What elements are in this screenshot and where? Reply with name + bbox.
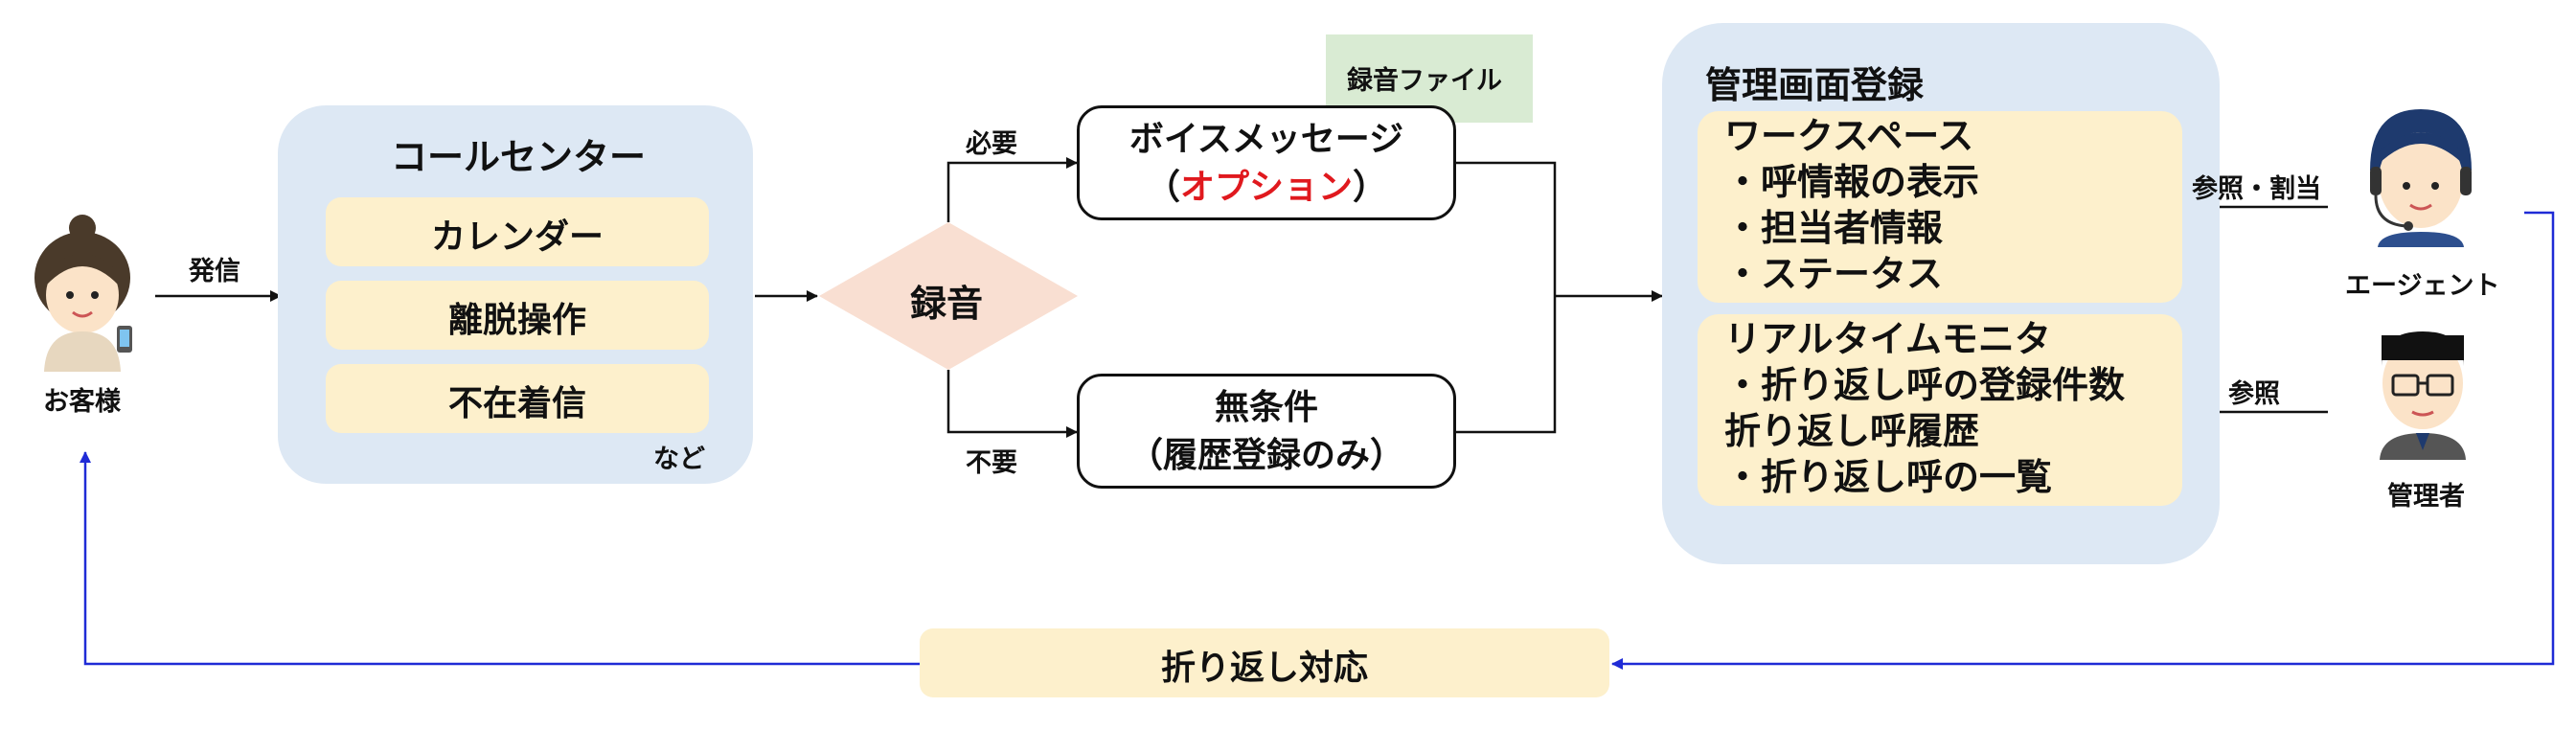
callback-history-title: 折り返し呼履歴 xyxy=(1724,410,1980,452)
option-label: オプション xyxy=(1179,168,1353,207)
recording-diamond xyxy=(819,222,1078,370)
arrow-required xyxy=(946,157,1078,222)
audio-file-label: 録音ファイル xyxy=(1347,66,1502,96)
arrow-callback-to-customer xyxy=(80,451,920,666)
audio-file-note: 録音ファイル xyxy=(1326,34,1533,123)
call-center-title: コールセンター xyxy=(391,136,647,178)
customer-icon xyxy=(34,215,132,372)
realtime-item-count: ・折り返し呼の登録件数 xyxy=(1724,364,2126,406)
merge-line-top xyxy=(1456,161,1557,296)
abandon-label: 離脱操作 xyxy=(447,301,586,340)
unconditional-box: 無条件 （履歴登録のみ） xyxy=(1077,374,1456,489)
customer-avatar xyxy=(27,209,142,372)
manager-avatar xyxy=(2370,326,2475,460)
realtime-chip: リアルタイムモニタ ・折り返し呼の登録件数 折り返し呼履歴 ・折り返し呼の一覧 xyxy=(1698,314,2182,506)
recording-label: 録音 xyxy=(910,283,984,325)
agent-icon xyxy=(2370,109,2472,247)
agent-avatar xyxy=(2359,103,2483,247)
merge-line-bottom xyxy=(1456,296,1557,434)
unconditional-subtitle: （履歴登録のみ） xyxy=(1128,436,1404,475)
workspace-item-call-info: ・呼情報の表示 xyxy=(1724,161,1980,203)
voice-message-box: ボイスメッセージ （オプション） xyxy=(1077,105,1456,220)
manager-icon xyxy=(2380,331,2466,460)
realtime-lines: リアルタイムモニタ ・折り返し呼の登録件数 折り返し呼履歴 ・折り返し呼の一覧 xyxy=(1724,316,2125,500)
agent-label: エージェント xyxy=(2345,271,2500,301)
voice-message-title: ボイスメッセージ xyxy=(1128,120,1404,159)
workspace-item-status: ・ステータス xyxy=(1724,253,1944,295)
callback-label: 折り返し対応 xyxy=(1160,649,1368,688)
arrow-not-required xyxy=(946,370,1078,438)
voice-message-option-line: （オプション） xyxy=(1146,168,1387,207)
manager-label: 管理者 xyxy=(2387,482,2465,512)
not-required-label: 不要 xyxy=(966,448,1017,478)
agent-arrow-label: 参照・割当 xyxy=(2192,174,2321,204)
arrow-agent-to-callback xyxy=(1611,211,2555,670)
audio-file-note-shape xyxy=(1326,34,1533,123)
realtime-title: リアルタイムモニタ xyxy=(1724,318,2051,360)
calendar-chip: カレンダー xyxy=(326,197,709,266)
paren-close: ） xyxy=(1353,168,1388,207)
workspace-item-agent-info: ・担当者情報 xyxy=(1724,207,1944,249)
manager-arrow-label: 参照 xyxy=(2228,379,2280,409)
etc-label: など xyxy=(653,445,705,474)
paren-open: （ xyxy=(1145,168,1180,207)
abandon-chip: 離脱操作 xyxy=(326,281,709,350)
workspace-title: ワークスペース xyxy=(1724,115,1974,157)
callback-chip: 折り返し対応 xyxy=(920,628,1609,697)
callback-history-list: ・折り返し呼の一覧 xyxy=(1724,456,2053,498)
workspace-chip: ワークスペース ・呼情報の表示 ・担当者情報 ・ステータス xyxy=(1698,111,2182,303)
missed-call-label: 不在着信 xyxy=(447,384,586,423)
call-label: 発信 xyxy=(189,257,240,286)
unconditional-title: 無条件 xyxy=(1214,388,1318,427)
required-label: 必要 xyxy=(966,129,1017,159)
workspace-lines: ワークスペース ・呼情報の表示 ・担当者情報 ・ステータス xyxy=(1724,113,1979,297)
missed-call-chip: 不在着信 xyxy=(326,364,709,433)
calendar-label: カレンダー xyxy=(430,217,604,257)
customer-label: お客様 xyxy=(43,387,121,417)
admin-screen-title: 管理画面登録 xyxy=(1705,64,1925,106)
